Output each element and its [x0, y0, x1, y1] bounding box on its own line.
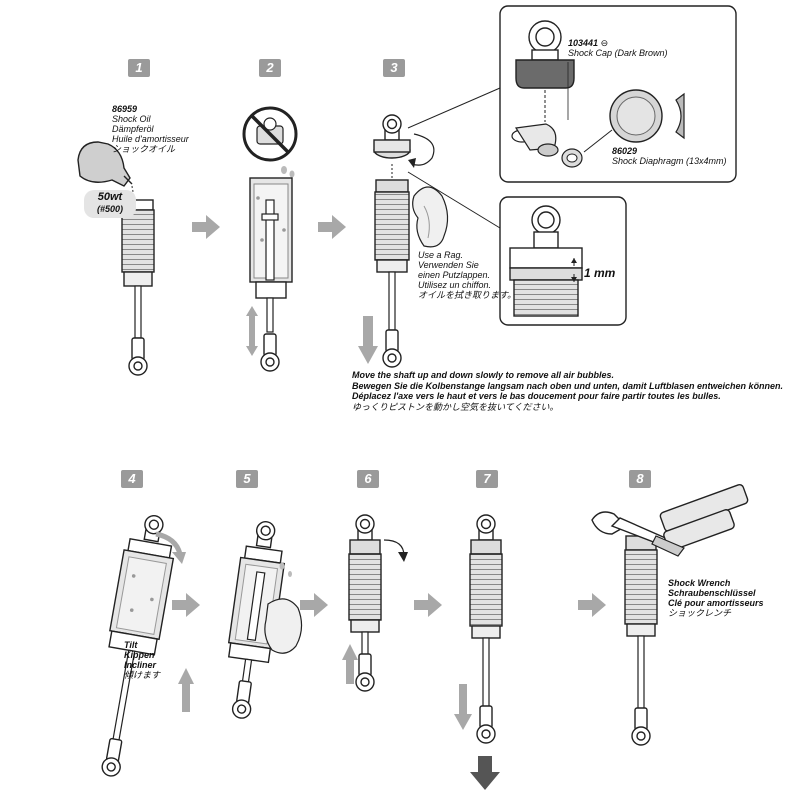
air-bubble-instruction: Move the shaft up and down slowly to rem… — [352, 370, 783, 412]
diaphragm-label: 86029 Shock Diaphragm (13x4mm) — [612, 146, 727, 166]
detail-box-parts — [499, 5, 737, 183]
tilt-en: Tilt — [124, 640, 138, 650]
step2-shock-body — [249, 177, 293, 372]
arrow-right-icon — [578, 593, 606, 617]
up-down-arrow-icon — [246, 306, 258, 356]
step-badge-1: 1 — [128, 59, 150, 77]
shock-oil-jp: ショックオイル — [112, 144, 176, 154]
step3-shock-body — [374, 179, 410, 368]
up-arrow-icon — [178, 668, 194, 712]
shock-cap-part-no: 103441 — [568, 38, 599, 48]
shock-oil-en: Shock Oil — [112, 114, 151, 124]
rag-de2: einen Putzlappen. — [418, 270, 491, 280]
arrow-right-icon — [414, 593, 442, 617]
shock-oil-label: 86959 Shock Oil Dämpferöl Huile d'amorti… — [112, 104, 189, 154]
oil-weight: 50wt — [97, 191, 123, 203]
step-badge-3: 3 — [383, 59, 405, 77]
rag-en: Use a Rag. — [418, 250, 464, 260]
oil-weight-badge: 50wt (#500) — [84, 190, 136, 218]
instruction-jp: ゆっくりピストンを動かし空気を抜いてください。 — [352, 401, 559, 412]
instruction-de: Bewegen Sie die Kolbenstange langsam nac… — [352, 380, 784, 391]
down-arrow-icon — [358, 316, 378, 364]
no-cap-icon — [242, 106, 298, 178]
shock-wrench-icon — [591, 483, 749, 557]
step-badge-4: 4 — [121, 470, 143, 488]
down-arrow-icon — [454, 684, 472, 730]
step1-shock-body — [121, 199, 155, 376]
shock-oil-part-no: 86959 — [112, 104, 138, 114]
step8-shock — [624, 535, 658, 746]
shock-oil-fr: Huile d'amortisseur — [112, 134, 189, 144]
shock-cap-label: 103441 ⊖ Shock Cap (Dark Brown) — [568, 38, 668, 58]
rag-de1: Verwenden Sie — [418, 260, 479, 270]
diaphragm-part-no: 86029 — [612, 146, 638, 156]
tilt-label: Tilt Kippen Incliner 傾けます — [124, 640, 160, 680]
wrench-label: Shock Wrench Schraubenschlüssel Clé pour… — [668, 578, 764, 618]
tilt-de: Kippen — [124, 650, 155, 660]
step-badge-6: 6 — [357, 470, 379, 488]
diaphragm-name: Shock Diaphragm (13x4mm) — [612, 156, 727, 166]
step-badge-5: 5 — [236, 470, 258, 488]
step-badge-7: 7 — [476, 470, 498, 488]
wrench-jp: ショックレンチ — [668, 608, 732, 618]
rag-label: Use a Rag. Verwenden Sie einen Putzlappe… — [418, 250, 516, 300]
big-down-arrow-icon — [470, 756, 500, 790]
step-badge-2: 2 — [259, 59, 281, 77]
gap-label: 1 mm — [584, 266, 616, 280]
instruction-en: Move the shaft up and down slowly to rem… — [352, 370, 615, 380]
rag-icon — [264, 562, 303, 654]
shock-oil-de: Dämpferöl — [112, 124, 154, 134]
arrow-right-icon — [318, 215, 346, 239]
rag-jp: オイルを拭き取ります。 — [418, 290, 517, 300]
tilt-jp: 傾けます — [124, 670, 161, 680]
oil-bottle — [77, 141, 135, 199]
step-badge-8: 8 — [629, 470, 651, 488]
rag-fr: Utilisez un chiffon. — [418, 280, 492, 290]
wrench-de: Schraubenschlüssel — [668, 588, 756, 598]
detail-box-gap — [499, 196, 627, 326]
shock-cap-name: Shock Cap (Dark Brown) — [568, 48, 668, 58]
arrow-right-icon — [192, 215, 220, 239]
step7-shock — [469, 514, 503, 744]
oil-number: (#500) — [96, 204, 123, 214]
step4-shock-tilted — [100, 513, 175, 779]
curved-arrow-icon — [155, 531, 183, 555]
instruction-fr: Déplacez l'axe vers le haut et vers le b… — [352, 391, 721, 401]
rag-icon — [412, 186, 449, 248]
step3-shock-cap — [373, 114, 435, 178]
step6-shock — [348, 514, 408, 692]
arrow-right-icon — [172, 593, 200, 617]
wrench-fr: Clé pour amortisseurs — [668, 598, 764, 608]
up-arrow-icon — [342, 644, 358, 684]
tilt-fr: Incliner — [124, 660, 157, 670]
arrow-right-icon — [300, 593, 328, 617]
wrench-en: Shock Wrench — [668, 578, 731, 588]
